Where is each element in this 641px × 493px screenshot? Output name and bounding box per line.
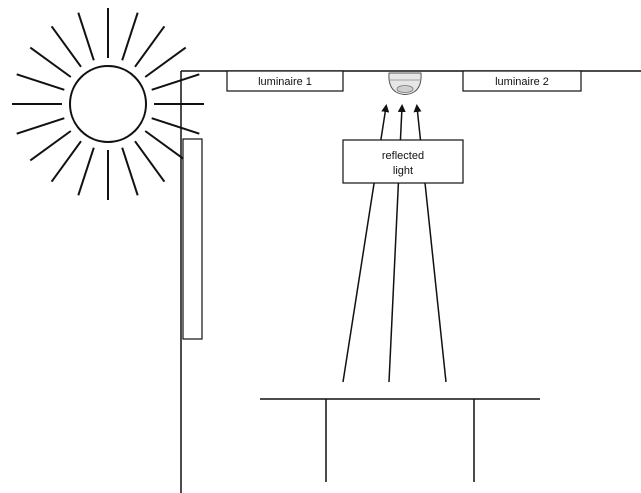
luminaire-1-label: luminaire 1 <box>258 76 312 88</box>
sun-ray <box>151 73 200 91</box>
luminaire-1-box <box>226 70 344 92</box>
sun-ray <box>134 140 166 183</box>
sun-disc <box>69 65 147 143</box>
sun-ray <box>50 25 82 68</box>
reflected-light-text-line1: reflected <box>382 150 424 162</box>
window <box>182 138 203 340</box>
sun-ray <box>134 25 166 68</box>
sun-rays <box>12 8 204 200</box>
sun-ray <box>77 147 95 196</box>
sun-ray <box>144 46 187 78</box>
luminaire-2-box <box>462 70 582 92</box>
sun-ray <box>50 140 82 183</box>
sun-ray <box>29 130 72 162</box>
reflected-light-box <box>342 139 464 184</box>
sun-icon <box>12 8 204 200</box>
desk <box>260 398 540 482</box>
sun-ray <box>16 73 65 91</box>
sun-ray <box>29 46 72 78</box>
luminaire-1: luminaire 1 <box>226 70 344 92</box>
ceiling-sensor-icon <box>388 72 422 95</box>
sun-ray <box>121 147 139 196</box>
sun-ray <box>77 12 95 61</box>
sun-ray <box>16 117 65 135</box>
sensor-lens <box>396 85 414 93</box>
reflected-light-label: reflected light <box>342 139 464 184</box>
sun-ray <box>121 12 139 61</box>
sun-ray <box>151 117 200 135</box>
reflected-light-text-line2: light <box>393 165 413 177</box>
luminaire-2: luminaire 2 <box>462 70 582 92</box>
sun-ray <box>144 130 187 162</box>
luminaire-2-label: luminaire 2 <box>495 76 549 88</box>
